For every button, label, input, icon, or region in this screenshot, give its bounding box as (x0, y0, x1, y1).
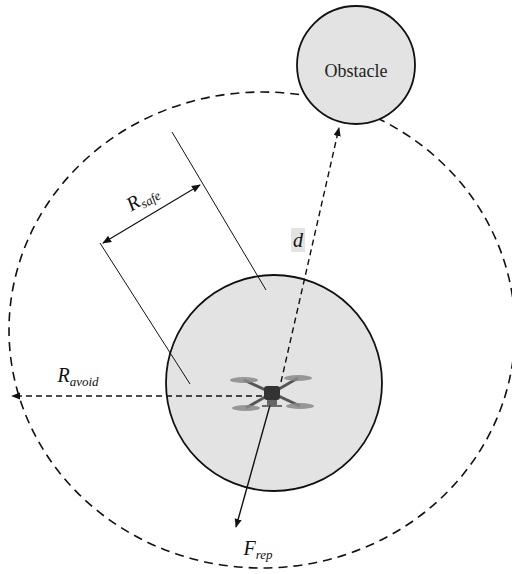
safe-circle (166, 275, 382, 491)
force-arrow (236, 398, 272, 527)
distance-arrow (281, 128, 339, 382)
symbol-label: d (291, 228, 305, 252)
extension-line (172, 132, 266, 290)
drone-icon (230, 375, 314, 411)
radius-arrow (12, 395, 262, 396)
extension-line (100, 243, 190, 384)
avoid-circle (9, 92, 512, 568)
obstacle-circle: Obstacle (296, 5, 416, 125)
symbol-label: Rsafe (120, 177, 166, 219)
node-label: Obstacle (323, 62, 390, 82)
symbol-label: Ravoid (55, 363, 100, 390)
symbol-label: Frep (241, 536, 274, 563)
